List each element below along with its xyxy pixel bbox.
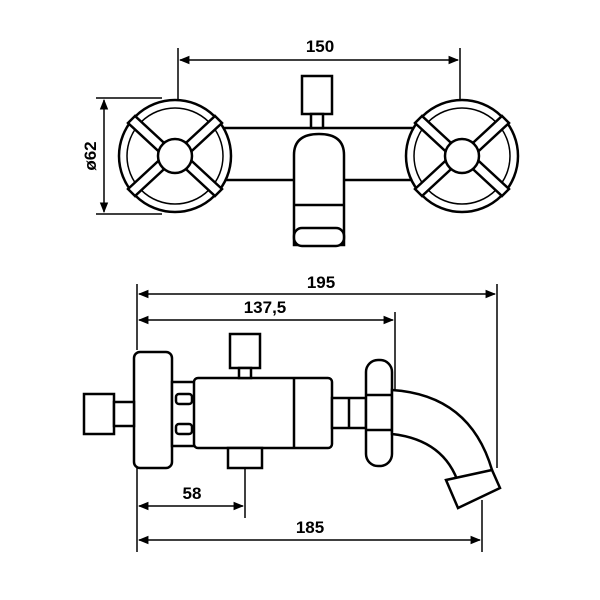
dimension-mid-label: 137,5 (244, 298, 287, 317)
dimension-inner-label: 58 (183, 484, 202, 503)
dimension-width-label: 150 (306, 37, 334, 56)
side-view: 195 137,5 58 (82, 273, 502, 552)
diverter-stem-side (237, 366, 253, 380)
dimension-diameter-label: ø62 (81, 141, 100, 170)
spout-side (390, 388, 494, 487)
eccentric-pipe (112, 400, 136, 428)
left-handle (117, 98, 233, 214)
diverter-knob-top (300, 74, 334, 116)
connector-slot-upper (174, 392, 194, 406)
connector-nut (170, 380, 198, 448)
dimension-overall-label: 195 (307, 273, 335, 292)
right-handle (404, 98, 520, 214)
connector-slot-lower (174, 422, 194, 436)
dimension-body-label: 185 (296, 518, 324, 537)
mixer-body-side (192, 376, 334, 450)
spout-outlet-side (444, 468, 502, 510)
bottom-outlet (226, 446, 264, 470)
diverter-stem-top (309, 112, 325, 130)
eccentric-nut (82, 392, 116, 436)
wall-flange (132, 350, 174, 470)
handle-side (364, 358, 394, 468)
spout-top (292, 132, 346, 247)
diverter-knob-side (228, 332, 262, 370)
spout-outlet (292, 226, 346, 248)
top-view: 150 ø62 (81, 37, 520, 248)
